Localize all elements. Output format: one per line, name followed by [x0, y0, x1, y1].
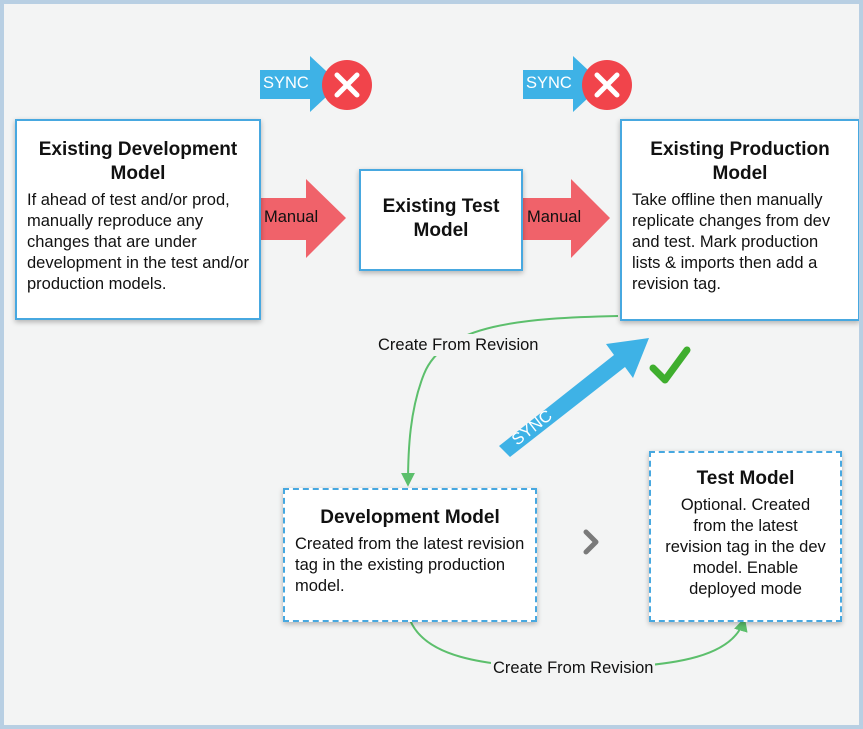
existing-production-model-description: Take offline then manually replicate cha…: [632, 191, 831, 293]
existing-development-model-box: Existing Development Model If ahead of t…: [15, 119, 261, 320]
x-circle-icon: [582, 60, 632, 110]
create-from-revision-label-2: Create From Revision: [491, 657, 656, 679]
x-circle-icon: [322, 60, 372, 110]
create-from-revision-label-1: Create From Revision: [376, 334, 541, 356]
create-from-revision-connector-1: [401, 315, 619, 487]
manual-arrow-label-2: Manual: [527, 208, 582, 226]
manual-arrow-label-1: Manual: [264, 208, 319, 226]
sync-blocked-arrow-2: [523, 56, 603, 112]
sync-label-1: SYNC: [263, 74, 309, 92]
sync-blocked-arrow-1: [260, 56, 340, 112]
sync-label-2: SYNC: [526, 74, 572, 92]
test-model-title: Test Model: [696, 468, 795, 489]
chevron-right-icon: [583, 529, 599, 555]
checkmark-icon: [649, 346, 691, 384]
development-model-description: Created from the latest revision tag in …: [295, 535, 525, 595]
test-model-box: Test Model Optional. Created from the la…: [649, 451, 842, 622]
existing-test-model-box: Existing Test Model: [359, 169, 523, 271]
existing-development-model-title: Existing Development Model: [38, 139, 238, 184]
sync-diagonal-arrow: [499, 338, 649, 457]
test-model-description: Optional. Created from the latest revisi…: [665, 496, 826, 598]
manual-arrow-2: [523, 179, 610, 258]
development-model-title: Development Model: [320, 507, 500, 528]
existing-production-model-box: Existing Production Model Take offline t…: [620, 119, 859, 321]
development-model-box: Development Model Created from the lates…: [283, 488, 537, 622]
existing-development-model-description: If ahead of test and/or prod, manually r…: [27, 191, 249, 293]
existing-production-model-title: Existing Production Model: [650, 139, 830, 184]
manual-arrow-1: [260, 179, 346, 258]
existing-test-model-title: Existing Test Model: [382, 196, 500, 241]
